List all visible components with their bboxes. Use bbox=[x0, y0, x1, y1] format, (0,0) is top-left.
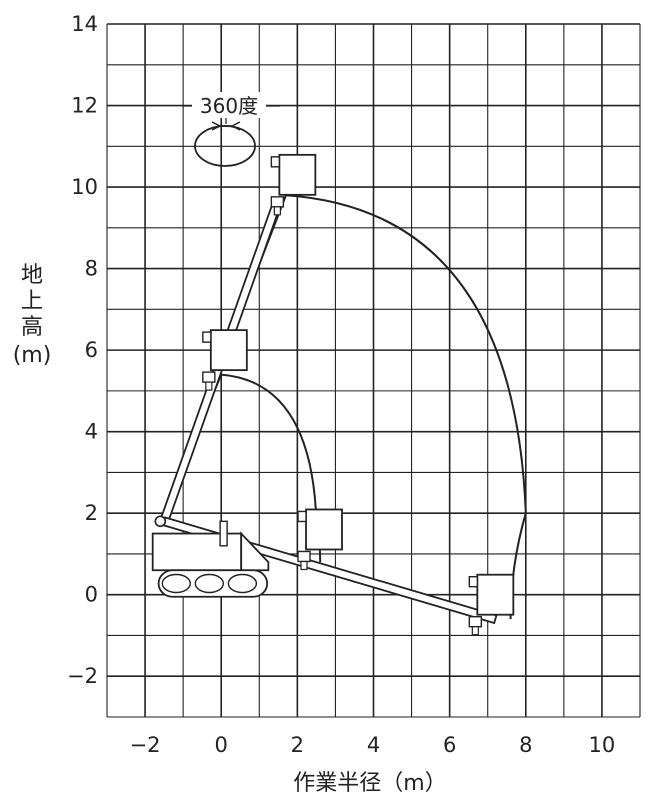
basket-rail bbox=[297, 510, 307, 523]
basket-pin-stem bbox=[273, 206, 281, 216]
track-wheel bbox=[227, 573, 258, 594]
y-tick-label: 2 bbox=[85, 501, 98, 525]
y-tick-label: 0 bbox=[85, 583, 98, 607]
track-wheel bbox=[161, 573, 191, 594]
basket-rail bbox=[468, 576, 479, 588]
x-axis-label: 作業半径（m） bbox=[293, 771, 446, 796]
basket-box bbox=[278, 153, 317, 196]
x-tick-label: 8 bbox=[519, 733, 532, 757]
platform-basket bbox=[468, 573, 515, 636]
basket-pin-stem bbox=[471, 626, 479, 636]
x-tick-label: 2 bbox=[291, 733, 304, 757]
outer-envelope-curve bbox=[159, 194, 527, 620]
basket-box bbox=[476, 573, 515, 616]
boom-pivot bbox=[154, 515, 167, 528]
y-tick-label: 12 bbox=[71, 94, 98, 118]
y-tick-label: 8 bbox=[85, 257, 98, 281]
platform-basket bbox=[270, 153, 317, 216]
outrigger-post bbox=[219, 520, 228, 547]
y-tick-label: 14 bbox=[71, 12, 98, 36]
rotation-label: 360度 bbox=[200, 94, 258, 118]
y-axis-label-char-2: 上 bbox=[21, 289, 43, 314]
grid bbox=[106, 23, 641, 718]
x-tick-label: 0 bbox=[215, 733, 228, 757]
basket-pin-stem bbox=[205, 381, 213, 391]
platform-basket bbox=[202, 329, 248, 391]
x-tick-label: 6 bbox=[443, 733, 456, 757]
y-tick-label: 4 bbox=[85, 420, 98, 444]
x-tick-label: 10 bbox=[589, 733, 616, 757]
y-axis-label-char-1: 地 bbox=[21, 263, 43, 288]
y-tick-label: −2 bbox=[67, 664, 98, 688]
aerial-work-platform bbox=[151, 153, 515, 636]
basket-pin bbox=[202, 371, 216, 383]
basket-rail bbox=[270, 156, 281, 168]
basket-box bbox=[209, 329, 248, 372]
x-tick-label: 4 bbox=[367, 733, 380, 757]
vehicle-body bbox=[151, 532, 243, 572]
axis-tick-labels: −2 0 2 4 6 8 10 −2 0 2 4 6 8 10 12 14 bbox=[67, 12, 615, 757]
basket-pin bbox=[468, 616, 483, 628]
basket-pin bbox=[297, 550, 311, 563]
y-tick-label: 6 bbox=[85, 338, 98, 362]
vehicle-cab bbox=[240, 531, 270, 572]
basket-box bbox=[305, 508, 343, 551]
rotation-indicator: 360度 bbox=[182, 92, 280, 167]
x-tick-label: −2 bbox=[130, 733, 161, 757]
basket-pin-stem bbox=[300, 560, 308, 571]
platform-basket bbox=[297, 508, 343, 571]
basket-pin bbox=[270, 196, 285, 208]
y-axis-label-unit: (m) bbox=[13, 343, 52, 368]
track-wheel bbox=[194, 573, 225, 594]
y-tick-label: 10 bbox=[71, 175, 98, 199]
basket-rail bbox=[202, 331, 212, 343]
y-axis-label-char-3: 高 bbox=[21, 315, 43, 340]
